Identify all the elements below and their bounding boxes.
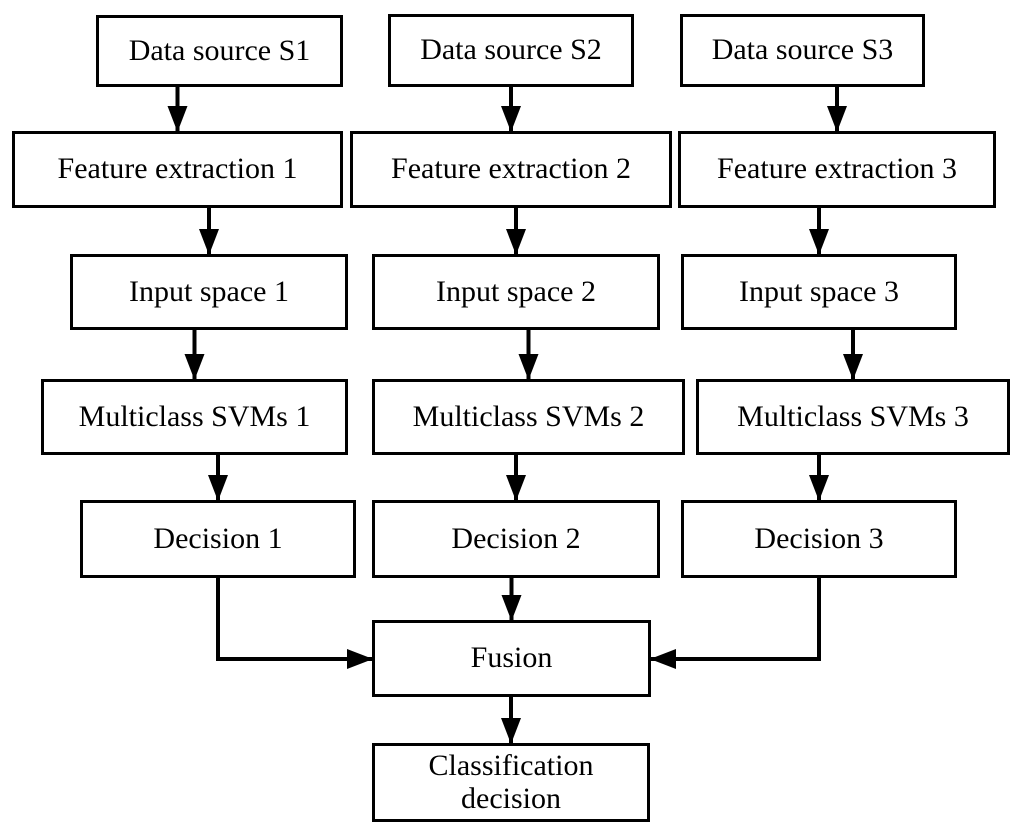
node-input1[interactable]: Input space 1 xyxy=(70,254,348,330)
e-decision2-fusion-arrowhead xyxy=(501,595,522,621)
e-decision3-fusion-arrowhead xyxy=(650,649,676,669)
node-label: Classification decision xyxy=(428,749,594,815)
node-label: Input space 1 xyxy=(129,274,289,308)
node-decision2[interactable]: Decision 2 xyxy=(372,500,660,578)
node-label: Decision 2 xyxy=(451,521,581,555)
node-label: Multiclass SVMs 3 xyxy=(737,399,969,433)
e-decision1-fusion-line xyxy=(216,578,372,661)
node-fusion[interactable]: Fusion xyxy=(372,620,651,697)
node-source1[interactable]: Data source S1 xyxy=(96,15,343,87)
e-input1-svm1-arrowhead xyxy=(184,354,205,380)
node-decision3[interactable]: Decision 3 xyxy=(681,500,957,578)
node-label: Data source S2 xyxy=(420,33,602,67)
e-source1-feature1-arrowhead xyxy=(167,106,188,132)
node-label: Input space 2 xyxy=(436,274,596,308)
e-input2-svm2-arrowhead xyxy=(518,354,539,380)
node-label: Fusion xyxy=(470,641,553,675)
e-decision1-fusion-arrowhead xyxy=(347,649,373,669)
e-source2-feature2-arrowhead xyxy=(501,106,521,132)
node-svm1[interactable]: Multiclass SVMs 1 xyxy=(41,379,348,455)
node-svm2[interactable]: Multiclass SVMs 2 xyxy=(372,379,685,455)
e-input3-svm3-arrowhead xyxy=(843,354,863,380)
node-input3[interactable]: Input space 3 xyxy=(681,254,957,330)
e-svm1-decision1-arrowhead xyxy=(208,475,228,501)
node-label: Feature extraction 2 xyxy=(391,152,631,186)
node-label: Multiclass SVMs 2 xyxy=(412,399,645,433)
e-feature3-input3-arrowhead xyxy=(809,229,829,255)
node-label: Feature extraction 1 xyxy=(57,152,298,186)
e-decision3-fusion-line xyxy=(651,578,821,661)
node-label: Feature extraction 3 xyxy=(717,152,957,186)
node-decision1[interactable]: Decision 1 xyxy=(80,500,356,578)
node-feature2[interactable]: Feature extraction 2 xyxy=(350,131,672,208)
e-source3-feature3-arrowhead xyxy=(827,106,847,132)
node-source2[interactable]: Data source S2 xyxy=(388,14,634,87)
node-input2[interactable]: Input space 2 xyxy=(372,254,660,330)
node-source3[interactable]: Data source S3 xyxy=(680,14,925,87)
node-label: Multiclass SVMs 1 xyxy=(78,399,311,433)
node-feature3[interactable]: Feature extraction 3 xyxy=(678,131,996,208)
node-label: Decision 1 xyxy=(153,521,283,555)
node-svm3[interactable]: Multiclass SVMs 3 xyxy=(696,379,1010,455)
node-label: Input space 3 xyxy=(739,274,899,308)
node-label: Data source S1 xyxy=(128,33,311,67)
node-label: Decision 3 xyxy=(754,521,884,555)
e-svm3-decision3-arrowhead xyxy=(809,475,829,501)
node-feature1[interactable]: Feature extraction 1 xyxy=(12,131,343,208)
node-final[interactable]: Classification decision xyxy=(372,743,650,822)
e-fusion-final-arrowhead xyxy=(501,718,521,744)
e-feature2-input2-arrowhead xyxy=(506,229,526,255)
e-feature1-input1-arrowhead xyxy=(199,229,219,255)
node-label: Data source S3 xyxy=(711,33,894,67)
e-svm2-decision2-arrowhead xyxy=(506,475,526,501)
